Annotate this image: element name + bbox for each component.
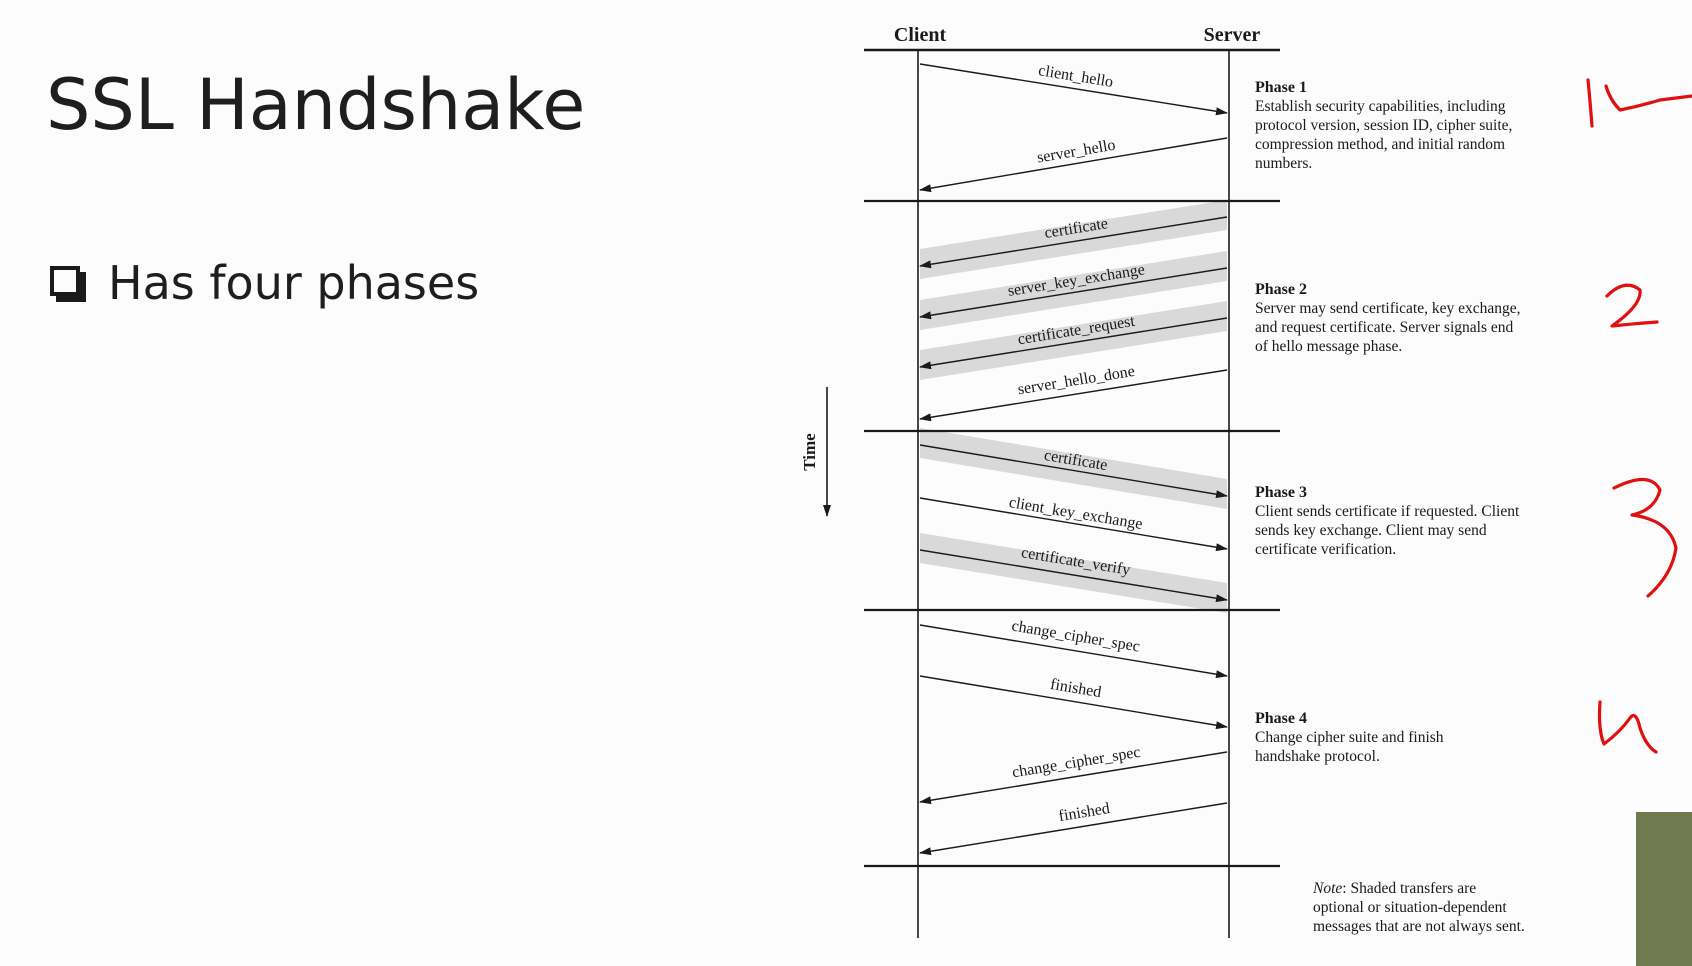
optional-transfer-shading (920, 200, 1227, 279)
phase-description-line: sends key exchange. Client may send (1255, 522, 1487, 539)
phase-description-line: handshake protocol. (1255, 748, 1380, 765)
checkbox-bullet-icon (50, 266, 86, 302)
client-column-label: Client (894, 24, 947, 46)
note-line: Note: Shaded transfers are (1312, 880, 1476, 897)
shading-note: Note: Shaded transfers are optional or si… (1312, 880, 1525, 935)
time-axis-label: Time (800, 433, 819, 471)
optional-transfer-shading (920, 428, 1227, 509)
phase-description-line: numbers. (1255, 155, 1312, 172)
message-arrow (919, 137, 1228, 193)
message-label: client_key_exchange (1008, 494, 1144, 533)
message-arrow (919, 317, 1228, 370)
message-label: change_cipher_spec (1010, 618, 1141, 656)
optional-transfer-shading (920, 533, 1227, 613)
phase-title: Phase 4 (1255, 710, 1307, 727)
message-arrow (919, 802, 1228, 856)
phase-description-line: of hello message phase. (1255, 338, 1402, 355)
optional-transfer-shading (920, 251, 1227, 330)
phase-description-line: compression method, and initial random (1255, 136, 1505, 153)
phase-description-line: and request certificate. Server signals … (1255, 319, 1513, 336)
phase-description-line: Server may send certificate, key exchang… (1255, 300, 1521, 317)
message-arrow (919, 444, 1228, 499)
phase-description: Phase 1 Establish security capabilities, … (1255, 79, 1512, 172)
message-arrow (919, 216, 1228, 269)
phase-description: Phase 2 Server may send certificate, key … (1255, 281, 1521, 355)
bullet-item: Has four phases (50, 256, 479, 310)
message-label: server_hello_done (1017, 363, 1136, 398)
phase-description: Phase 4 Change cipher suite and finish han… (1255, 710, 1444, 765)
message-label: server_hello (1036, 137, 1117, 167)
optional-transfer-shading (920, 301, 1227, 380)
phase-description: Phase 3 Client sends certificate if reque… (1255, 484, 1520, 558)
message-arrow (919, 624, 1228, 679)
phase-description-line: Client sends certificate if requested. C… (1255, 503, 1520, 520)
message-arrow (919, 63, 1228, 116)
handwritten-mark-3 (1612, 477, 1678, 598)
message-arrow (919, 369, 1228, 422)
note-line: optional or situation-dependent (1313, 899, 1507, 916)
phase-title: Phase 2 (1255, 281, 1307, 298)
message-label: finished (1049, 676, 1103, 701)
message-label: client_hello (1037, 62, 1114, 91)
message-label: finished (1057, 800, 1111, 825)
phase-description-line: Establish security capabilities, includi… (1255, 98, 1506, 115)
server-column-label: Server (1204, 24, 1261, 46)
bullet-text: Has four phases (108, 256, 480, 310)
message-arrow (919, 497, 1228, 552)
phase-description-line: certificate verification. (1255, 541, 1396, 558)
message-arrow (919, 675, 1228, 730)
phase-description-line: protocol version, session ID, cipher sui… (1255, 117, 1512, 134)
note-line: messages that are not always sent. (1313, 918, 1525, 935)
slide-title: SSL Handshake (46, 64, 586, 146)
phase-title: Phase 3 (1255, 484, 1307, 501)
message-label: change_cipher_spec (1011, 744, 1142, 782)
message-arrow (919, 549, 1228, 603)
handwritten-mark-2 (1605, 283, 1659, 328)
message-arrow (919, 267, 1228, 320)
video-overlay-edge (1636, 812, 1692, 966)
handwritten-mark-1 (1586, 78, 1692, 128)
message-arrow (919, 751, 1228, 805)
handwritten-mark-4 (1597, 700, 1658, 754)
phase-title: Phase 1 (1255, 79, 1307, 96)
phase-description-line: Change cipher suite and finish (1255, 729, 1444, 746)
